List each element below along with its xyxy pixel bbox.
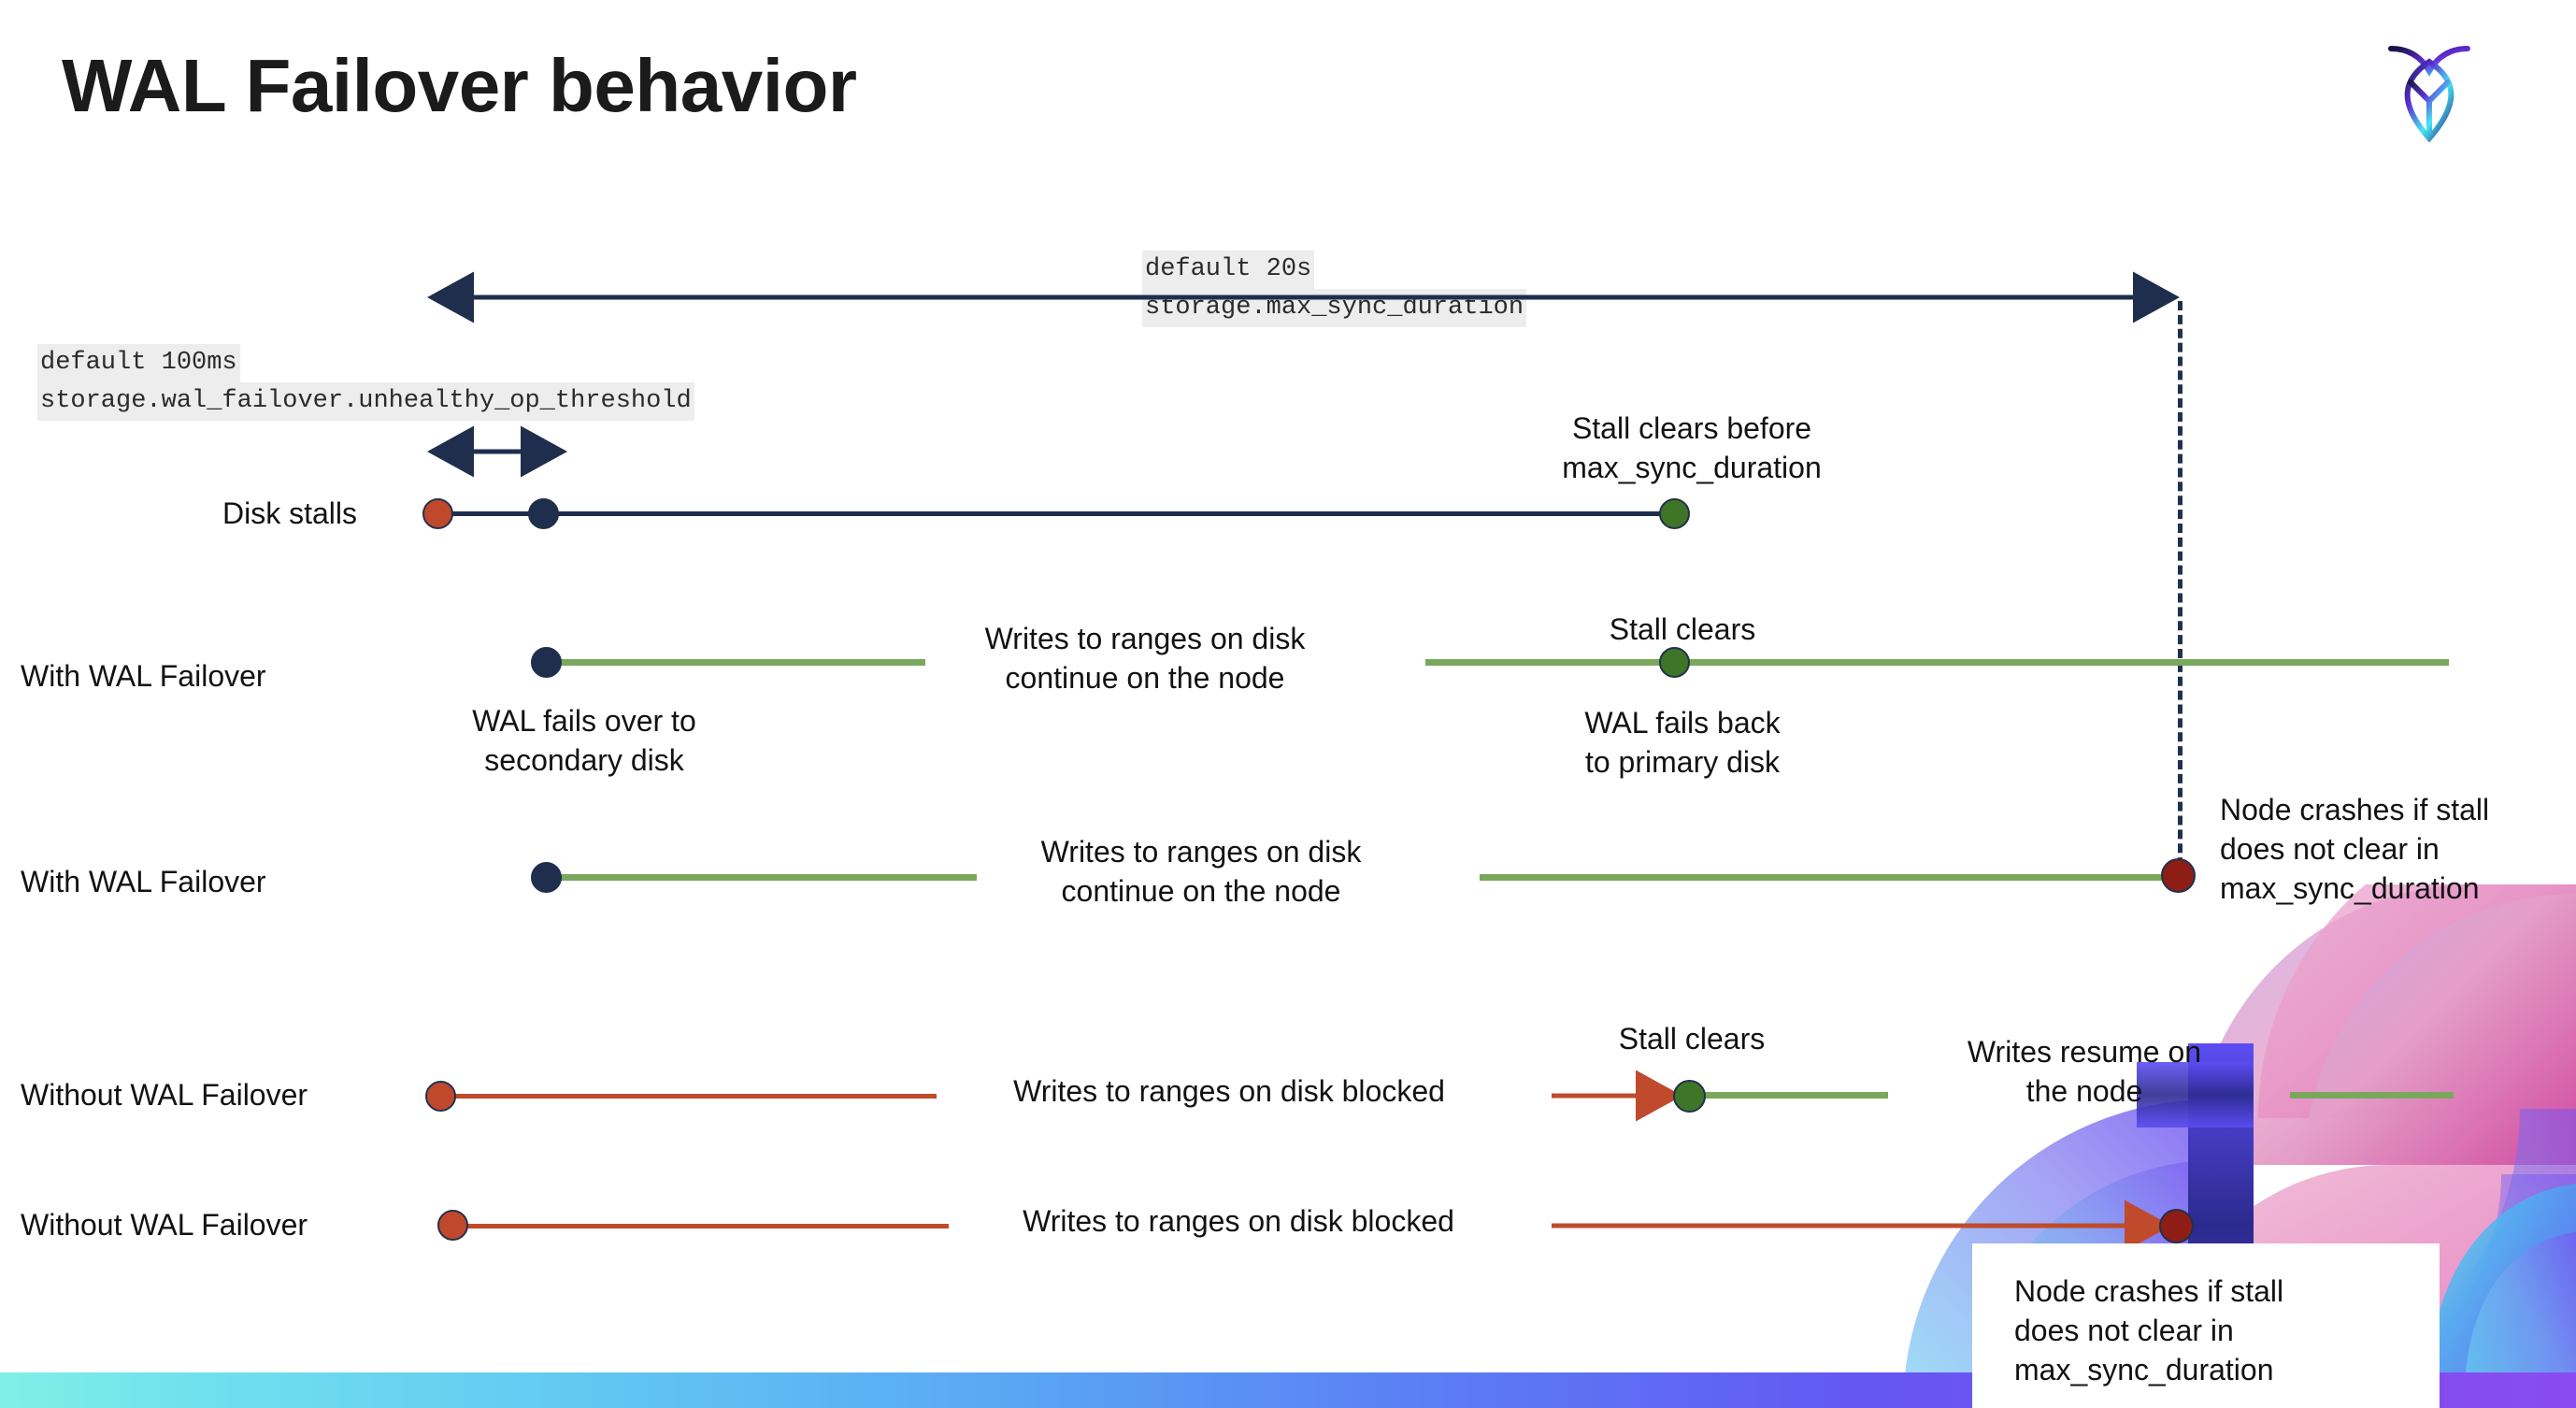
row-label-with-wal-failover-2: With WAL Failover [21,865,266,898]
crash-note-panel [1972,1243,2440,1408]
row-label-disk-stalls: Disk stalls [222,496,358,530]
with-wal-failover-1-failover-note: WAL fails over to secondary disk [472,704,696,778]
disk-stalls-failover-dot [528,498,559,529]
with-wal-failover-2-writes-note: Writes to ranges on disk continue on the… [1040,835,1362,909]
without-wal-failover-1-blocked-segment [451,1094,937,1099]
without-wal-failover-1-resume-note: Writes resume on the node [1967,1035,2202,1109]
row-label-without-wal-failover-2: Without WAL Failover [21,1208,308,1242]
disk-stalls-start-dot [422,498,453,529]
with-wal-failover-1-clear-dot [1659,647,1690,678]
row-label-without-wal-failover-1: Without WAL Failover [21,1078,308,1112]
with-wal-failover-2-segment-b [1480,874,2173,881]
disk-stalls-clear-dot [1659,498,1690,529]
disk-stalls-timeline [437,511,1673,516]
without-wal-failover-1-resume-segment-a [1687,1092,1888,1099]
max-sync-duration-default: default 20s [1142,251,1315,290]
max-sync-duration-dashed-connector [2178,301,2182,881]
max-sync-duration-name: storage.max_sync_duration [1142,289,1527,328]
page-title: WAL Failover behavior [62,44,857,127]
without-wal-failover-1-stall-clears-note: Stall clears [1618,1022,1766,1056]
with-wal-failover-2-failover-dot [531,862,562,893]
without-wal-failover-2-crash-note: Node crashes if stall does not clear in … [2014,1274,2284,1387]
disk-stalls-clear-note: Stall clears before max_sync_duration [1562,411,1822,485]
without-wal-failover-2-blocked-segment [463,1224,949,1228]
max-sync-duration-setting: default 20s storage.max_sync_duration [1142,251,1527,328]
without-wal-failover-1-start-dot [425,1081,456,1112]
with-wal-failover-1-failover-dot [531,647,562,678]
with-wal-failover-1-failback-note: WAL fails back to primary disk [1584,706,1781,780]
with-wal-failover-1-writes-note: Writes to ranges on disk continue on the… [984,622,1306,696]
without-wal-failover-1-resume-segment-b [2290,1092,2454,1099]
with-wal-failover-2-segment-a [547,874,977,881]
cockroachdb-logo-icon [2388,46,2470,143]
with-wal-failover-1-segment-a [547,659,925,666]
row-label-with-wal-failover-1: With WAL Failover [21,659,266,693]
without-wal-failover-1-blocked-note: Writes to ranges on disk blocked [1013,1074,1445,1108]
unhealthy-op-threshold-default: default 100ms [37,344,240,383]
without-wal-failover-2-crash-dot [2159,1209,2194,1243]
with-wal-failover-2-crash-note: Node crashes if stall does not clear in … [2220,793,2490,906]
with-wal-failover-1-stall-clears-note: Stall clears [1609,612,1756,646]
unhealthy-op-threshold-name: storage.wal_failover.unhealthy_op_thresh… [37,382,694,422]
without-wal-failover-2-blocked-note: Writes to ranges on disk blocked [1023,1204,1454,1238]
with-wal-failover-2-crash-dot [2161,858,2196,893]
without-wal-failover-1-clear-dot [1673,1080,1706,1113]
with-wal-failover-1-segment-b [1425,659,2449,666]
unhealthy-op-threshold-setting: default 100ms storage.wal_failover.unhea… [37,344,694,422]
without-wal-failover-2-start-dot [437,1210,468,1241]
